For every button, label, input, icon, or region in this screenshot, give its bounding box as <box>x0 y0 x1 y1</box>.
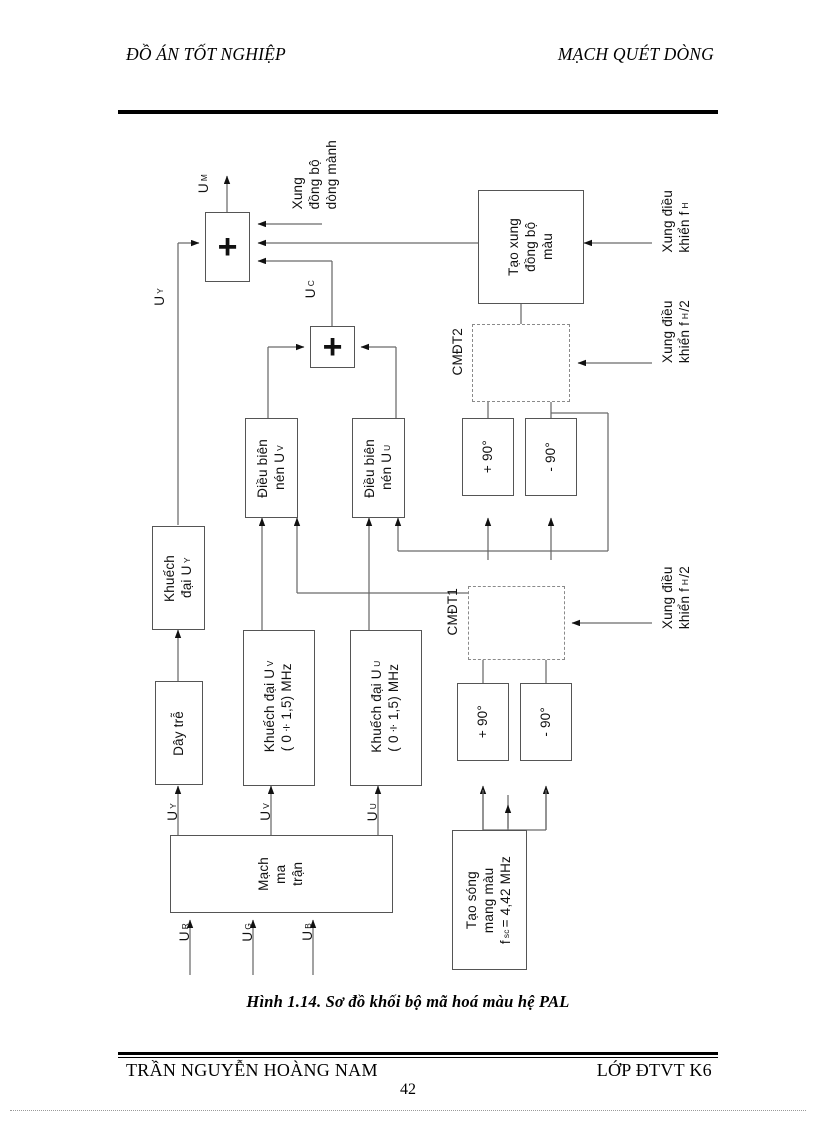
block-switch-cmdt1 <box>468 586 565 660</box>
block-carrier-generator: Tạo sóng mang màu fsc = 4,42 MHz <box>452 830 527 970</box>
label-uu-in: UU <box>365 802 380 822</box>
block-phase-minus90-top: - 90° <box>525 418 577 496</box>
footer-class: LỚP ĐTVT K6 <box>596 1060 712 1080</box>
delay-line-label: Dây trễ <box>170 710 186 756</box>
footer-rule-thin <box>118 1057 718 1058</box>
phase-minus90-top-label: - 90° <box>542 442 558 472</box>
running-head-left: ĐỒ ÁN TỐT NGHIỆP <box>126 44 286 64</box>
main-adder-symbol: + <box>217 228 238 266</box>
header-rule <box>118 110 718 114</box>
label-ug: UG <box>240 922 255 942</box>
block-switch-cmdt2 <box>472 324 570 402</box>
block-amplifier-uu: Khuếch đại UU ( 0÷1,5) MHz <box>350 630 422 786</box>
label-um: UM <box>196 173 211 194</box>
block-phase-minus90-bottom: - 90° <box>520 683 572 761</box>
block-amplifier-uv: Khuếch đại UV ( 0÷1,5) MHz <box>243 630 315 786</box>
annotation-ctrl-fh: Xung điều khiển fH <box>660 190 692 253</box>
running-head-right: MẠCH QUÉT DÒNG <box>557 44 714 64</box>
running-head: ĐỒ ÁN TỐT NGHIỆP MẠCH QUÉT DÒNG <box>118 44 718 70</box>
footer-rule <box>118 1052 718 1055</box>
label-ub: UB <box>300 922 315 941</box>
carrier-generator-label: Tạo sóng mang màu fsc = 4,42 MHz <box>464 855 513 945</box>
switch-cmdt1-label: CMĐT1 <box>445 588 460 636</box>
annotation-ctrl-fh-half-bottom: Xung điều khiển fH /2 <box>660 566 692 630</box>
phase-minus90-bottom-label: - 90° <box>537 707 553 737</box>
label-uy-in: UY <box>165 802 180 821</box>
matrix-label: Mạch ma trận <box>256 857 305 891</box>
label-uy-left: UY <box>152 287 167 306</box>
block-delay-line: Dây trễ <box>155 681 203 785</box>
phase-plus90-bottom-label: + 90° <box>474 705 490 739</box>
block-phase-plus90-bottom: + 90° <box>457 683 509 761</box>
figure-caption: Hình 1.14. Sơ đồ khối bộ mã hoá màu hệ P… <box>246 992 570 1011</box>
chroma-adder-symbol: + <box>322 328 343 366</box>
block-matrix: Mạch ma trận <box>170 835 393 913</box>
amplifier-uy-label: Khuếch đại UY <box>161 554 194 602</box>
phase-plus90-top-label: + 90° <box>479 440 495 474</box>
block-color-sync-generator: Tạo xung đồng bộ màu <box>478 190 584 304</box>
label-uc: UC <box>303 279 318 299</box>
amplifier-uv-label: Khuếch đại UV ( 0÷1,5) MHz <box>262 661 294 753</box>
annotation-sync-pulse: Xung đồng bộ dòng mành <box>290 140 339 210</box>
label-uv-in: UV <box>258 802 273 821</box>
block-modulator-uv: Điều biên nén UV <box>245 418 298 518</box>
label-ur: UR <box>177 922 192 942</box>
color-sync-generator-label: Tạo xung đồng bộ màu <box>505 218 555 276</box>
amplifier-uu-label: Khuếch đại UU ( 0÷1,5) MHz <box>369 660 401 753</box>
bottom-dotted-rule <box>10 1110 806 1111</box>
switch-cmdt2-label: CMĐT2 <box>450 328 465 376</box>
block-main-adder: + <box>205 212 250 282</box>
page-footer: TRẦN NGUYỄN HOÀNG NAM LỚP ĐTVT K6 <box>118 1060 718 1090</box>
block-modulator-uu: Điều biên nén UU <box>352 418 405 518</box>
modulator-uv-label: Điều biên nén UV <box>254 438 287 498</box>
block-chroma-adder: + <box>310 326 355 368</box>
annotation-ctrl-fh-half-top: Xung điều khiển fH /2 <box>660 300 692 364</box>
block-phase-plus90-top: + 90° <box>462 418 514 496</box>
modulator-uu-label: Điều biên nén UU <box>361 438 394 498</box>
footer-author: TRẦN NGUYỄN HOÀNG NAM <box>126 1060 378 1080</box>
block-amplifier-uy: Khuếch đại UY <box>152 526 205 630</box>
page-number: 42 <box>400 1081 416 1098</box>
